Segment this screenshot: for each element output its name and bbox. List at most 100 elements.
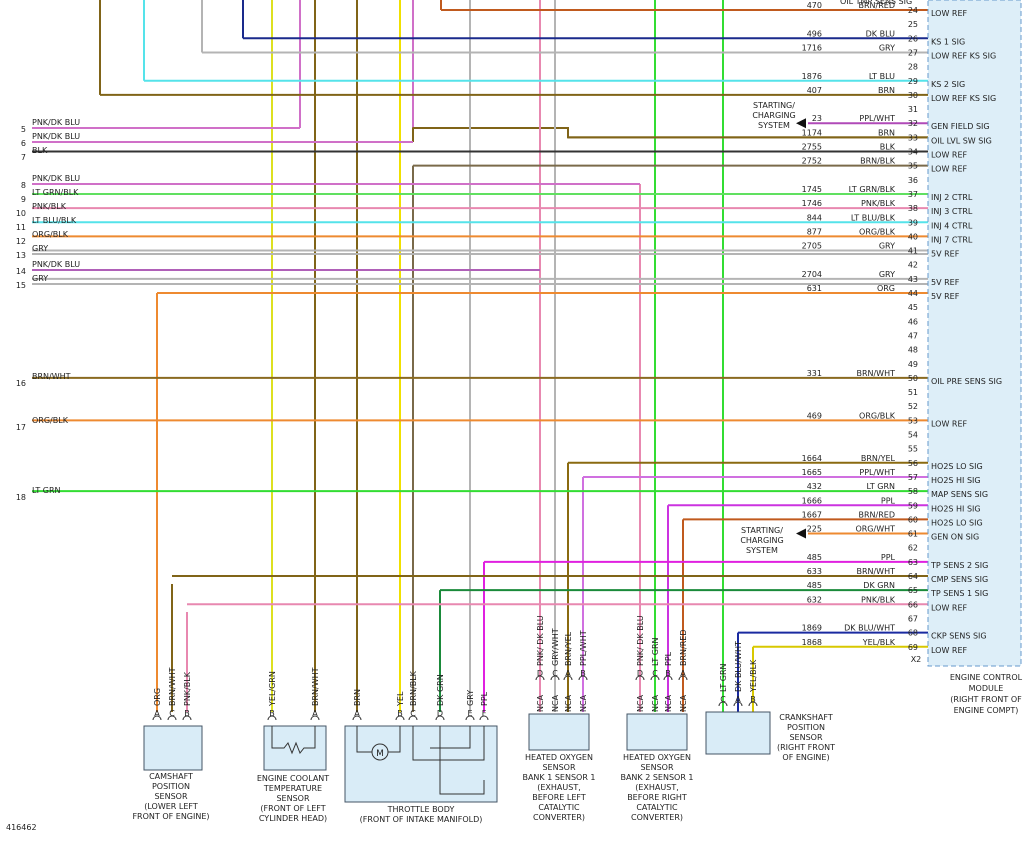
- ecm-pin-number: 66: [908, 600, 918, 609]
- ecm-pin-label: OIL TMP SENS SIG: [840, 0, 912, 6]
- tps-wire: [412, 726, 485, 761]
- ecm-label: (RIGHT FRONT OF: [950, 695, 1022, 704]
- ecm-pin-number: 67: [908, 614, 918, 623]
- wire-color-label: LT GRN/BLK: [849, 185, 896, 194]
- ecm-label: ENGINE COMPT): [954, 706, 1019, 715]
- ecm-pin-label: OIL PRE SENS SIG: [931, 377, 1002, 386]
- pin-icon: [563, 675, 573, 681]
- ecm-body: [927, 0, 1022, 667]
- connector-x2: X2: [911, 655, 922, 664]
- pin-wire-color: DK BLU/WHT: [734, 641, 743, 692]
- wire-color-label: DK GRN: [863, 581, 895, 590]
- ecm-label: ENGINE CONTROL: [950, 673, 1023, 682]
- pin-wire-color: BRN/RED: [679, 630, 688, 667]
- ecm-pin-label: LOW REF: [931, 9, 968, 18]
- pin-letter: A: [354, 709, 360, 718]
- wire-color-label: ORG/BLK: [859, 227, 896, 236]
- circuit-number: 1666: [802, 496, 822, 505]
- pin-icon: [733, 701, 743, 707]
- circuit-number: 331: [807, 369, 822, 378]
- ecm-pin-number: 46: [908, 317, 918, 326]
- pin-icon: [167, 715, 177, 721]
- pin-letter: B: [397, 709, 403, 718]
- wire-color-label: GRY: [879, 242, 895, 251]
- wire-color-label: BRN/YEL: [861, 454, 896, 463]
- component-label: (FRONT OF LEFT: [260, 804, 325, 813]
- component-label: SENSOR: [276, 794, 309, 803]
- pin-wire-color: GRY: [466, 690, 475, 706]
- crankshaft-sensor: [705, 711, 771, 755]
- ecm-pin-label: TP SENS 2 SIG: [930, 561, 988, 570]
- component-label: BANK 2 SENSOR 1: [620, 773, 693, 782]
- component-label: SENSOR: [542, 763, 575, 772]
- circuit-number: 633: [807, 567, 822, 576]
- ecm-pin-number: 42: [908, 261, 918, 270]
- ecm-pin-label: HO2S LO SIG: [931, 518, 983, 527]
- ecm-pin-number: 37: [908, 190, 918, 199]
- ecm-pin-number: 34: [908, 148, 918, 157]
- circuit-number: 1745: [802, 185, 822, 194]
- ecm-pin-label: LOW REF KS SIG: [931, 94, 996, 103]
- throttle-body: [344, 725, 498, 803]
- circuit-number: 469: [807, 411, 822, 420]
- circuit-number: 877: [807, 227, 822, 236]
- wire-color-label: ORG/WHT: [855, 525, 895, 534]
- circuit-number: 1746: [802, 199, 822, 208]
- circuit-number: 631: [807, 284, 822, 293]
- ecm-pin-number: 44: [908, 289, 918, 298]
- pin-wire-color: YEL/GRN: [268, 671, 277, 707]
- ecm-pin-label: LOW REF: [931, 419, 968, 428]
- ecm-pin-number: 41: [908, 247, 918, 256]
- ecm-pin-label: KS 1 SIG: [931, 37, 965, 46]
- circuit-number: 1664: [802, 454, 822, 463]
- nca-label: NCA: [579, 694, 588, 712]
- pin-icon: [550, 675, 560, 681]
- pin-letter: B: [580, 669, 586, 678]
- left-wire-number: 17: [16, 423, 26, 432]
- ecm-pin-number: 31: [908, 105, 918, 114]
- ecm-pin-label: HO2S LO SIG: [931, 462, 983, 471]
- ecm-pin-label: CMP SENS SIG: [931, 575, 988, 584]
- component-label: CATALYTIC: [636, 803, 678, 812]
- left-wire-number: 12: [16, 237, 26, 246]
- left-wire-color: LT BLU/BLK: [32, 216, 77, 225]
- pin-wire-color: GRY/WHT: [551, 628, 560, 666]
- charging-system-label: STARTING/: [753, 101, 795, 110]
- component-label: SENSOR: [640, 763, 673, 772]
- ecm-pin-number: 55: [908, 445, 918, 454]
- circuit-number: 2752: [802, 157, 822, 166]
- left-wire-color: LT GRN/BLK: [32, 188, 79, 197]
- pin-icon: [465, 715, 475, 721]
- circuit-number: 485: [807, 581, 822, 590]
- pin-wire-color: LT GRN: [719, 663, 728, 692]
- pin-wire-color: PPL/WHT: [579, 630, 588, 666]
- ecm-pin-label: INJ 3 CTRL: [931, 207, 973, 216]
- pin-icon: [152, 715, 162, 721]
- pin-wire-color: YEL: [396, 691, 405, 707]
- pin-letter: A: [565, 669, 571, 678]
- tps-wire: [439, 726, 485, 795]
- ecm-pin-number: 50: [908, 374, 918, 383]
- wire-color-label: BRN/WHT: [856, 567, 895, 576]
- component-label: (RIGHT FRONT: [777, 743, 835, 752]
- pin-letter: D: [637, 669, 643, 678]
- component-label: SENSOR: [154, 792, 187, 801]
- nca-label: NCA: [664, 694, 673, 712]
- left-wire-color: PNK/DK BLU: [32, 118, 80, 127]
- ecm-pin-label: INJ 4 CTRL: [931, 221, 973, 230]
- pin-icon: [535, 675, 545, 681]
- nca-label: NCA: [551, 694, 560, 712]
- ecm-pin-number: 62: [908, 544, 918, 553]
- charging-system-label: CHARGING: [752, 111, 795, 120]
- ecm-pin-label: LOW REF: [931, 603, 968, 612]
- pin-wire-color: DK GRN: [436, 674, 445, 706]
- component-label: FRONT OF ENGINE): [132, 812, 209, 821]
- nca-label: NCA: [651, 694, 660, 712]
- component-label: CATALYTIC: [538, 803, 580, 812]
- nca-label: NCA: [636, 694, 645, 712]
- left-wire-color: GRY: [32, 244, 48, 253]
- motor-wire: [356, 726, 372, 753]
- component-label: (FRONT OF INTAKE MANIFOLD): [360, 815, 483, 824]
